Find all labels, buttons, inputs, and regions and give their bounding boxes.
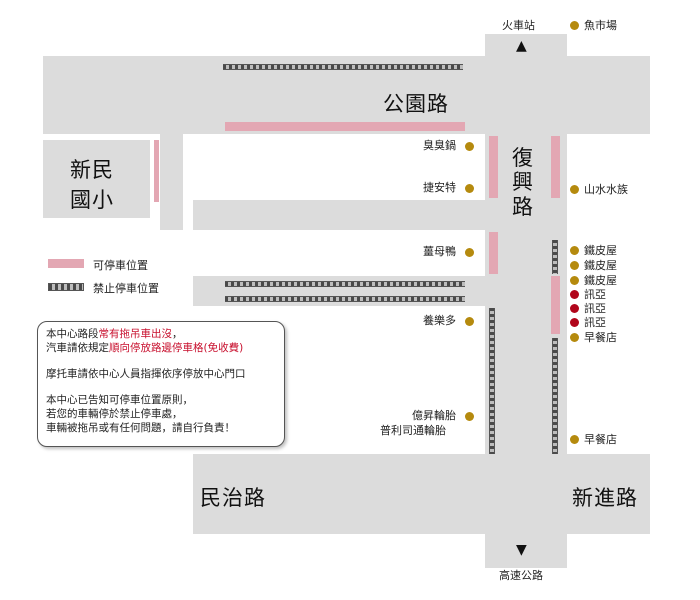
poi-marker-icon	[465, 317, 474, 326]
legend-no-parking-swatch	[48, 283, 84, 291]
legend-no-parking-label: 禁止停車位置	[93, 282, 159, 295]
poi-yakult: 養樂多	[423, 314, 456, 327]
poi-stinky-hotpot: 臭臭鍋	[423, 139, 456, 152]
poi-marker-icon	[465, 412, 474, 421]
notice-highlight: 順向停放路邊停車格(免收費)	[109, 342, 244, 354]
poi-marker-icon	[570, 261, 579, 270]
parking-zone-school	[154, 140, 159, 202]
school-side-road	[160, 134, 183, 230]
poi-xunya-1: 訊亞	[584, 288, 606, 301]
no-parking-gongyuan	[223, 64, 463, 70]
poi-marker-red-icon	[570, 290, 579, 299]
parking-zone-fuxing-east-2	[551, 276, 560, 334]
poi-marker-icon	[570, 435, 579, 444]
poi-breakfast-1: 早餐店	[584, 331, 617, 344]
no-parking-fuxing-east-upper	[552, 240, 558, 274]
poi-marker-red-icon	[570, 304, 579, 313]
road-label-xinjin: 新進路	[572, 486, 638, 510]
notice-line-1: 本中心路段常有拖吊車出沒，	[46, 327, 276, 341]
no-parking-side-road-1	[225, 281, 465, 287]
notice-highlight: 常有拖吊車出沒	[98, 328, 173, 340]
minzhi-xinjin-road	[193, 454, 650, 534]
school-label-line1: 新民	[70, 158, 114, 182]
destination-south: 高速公路	[499, 569, 543, 582]
notice-text: 本中心路段	[46, 328, 99, 340]
road-label-gongyuan: 公園路	[383, 92, 449, 116]
poi-giant: 捷安特	[423, 181, 456, 194]
arrow-down-icon: ▼	[516, 542, 527, 558]
side-road-upper	[193, 200, 485, 230]
poi-marker-icon	[465, 142, 474, 151]
parking-zone-gongyuan	[225, 122, 465, 131]
parking-zone-fuxing-west-2	[489, 232, 498, 274]
poi-marker-icon	[465, 248, 474, 257]
poi-marker-icon	[570, 276, 579, 285]
parking-zone-fuxing-west-1	[489, 136, 498, 198]
arrow-up-icon: ▲	[516, 38, 527, 54]
poi-marker-icon	[570, 185, 579, 194]
road-label-fuxing-1: 復	[512, 146, 534, 170]
road-label-minzhi: 民治路	[200, 486, 266, 510]
poi-marker-icon	[465, 184, 474, 193]
no-parking-fuxing-west-lower	[489, 308, 495, 454]
destination-north: 火車站	[502, 19, 535, 32]
poi-bridgestone-tire: 普利司通輪胎	[380, 424, 446, 437]
poi-marker-icon	[570, 333, 579, 342]
poi-xunya-2: 訊亞	[584, 302, 606, 315]
poi-marker-red-icon	[570, 318, 579, 327]
poi-iron-house-3: 鐵皮屋	[584, 274, 617, 287]
poi-marker-icon	[570, 246, 579, 255]
legend-parking-swatch	[48, 259, 84, 268]
parking-zone-fuxing-east-1	[551, 136, 560, 198]
school-label-line2: 國小	[70, 188, 114, 212]
no-parking-side-road-2	[225, 296, 465, 302]
legend-parking-label: 可停車位置	[93, 259, 148, 272]
notice-line-3: 摩托車請依中心人員指揮依序停放中心門口	[46, 368, 246, 380]
notice-text: 汽車請依規定	[46, 342, 109, 354]
poi-yisheng-tire: 億昇輪胎	[412, 409, 456, 422]
poi-iron-house-2: 鐵皮屋	[584, 259, 617, 272]
notice-line-4: 本中心已告知可停車位置原則，	[46, 394, 193, 406]
road-label-fuxing-2: 興	[512, 170, 534, 194]
poi-breakfast-2: 早餐店	[584, 433, 617, 446]
poi-iron-house-1: 鐵皮屋	[584, 244, 617, 257]
parking-notice: 本中心路段常有拖吊車出沒， 汽車請依規定順向停放路邊停車格(免收費) 摩托車請依…	[37, 321, 285, 447]
road-label-fuxing-3: 路	[512, 195, 534, 219]
notice-text: ，	[172, 328, 183, 340]
notice-line-5: 若您的車輛停於禁止停車處，	[46, 408, 183, 420]
poi-xunya-3: 訊亞	[584, 316, 606, 329]
school-block	[43, 140, 150, 218]
poi-fish-market: 魚市場	[584, 19, 617, 32]
poi-marker-icon	[570, 21, 579, 30]
notice-line-6: 車輛被拖吊或有任何問題，請自行負責！	[46, 422, 235, 434]
poi-aquarium: 山水水族	[584, 183, 628, 196]
poi-ginger-duck: 薑母鴨	[423, 245, 456, 258]
no-parking-fuxing-east-lower	[552, 338, 558, 454]
notice-line-2: 汽車請依規定順向停放路邊停車格(免收費)	[46, 341, 276, 355]
